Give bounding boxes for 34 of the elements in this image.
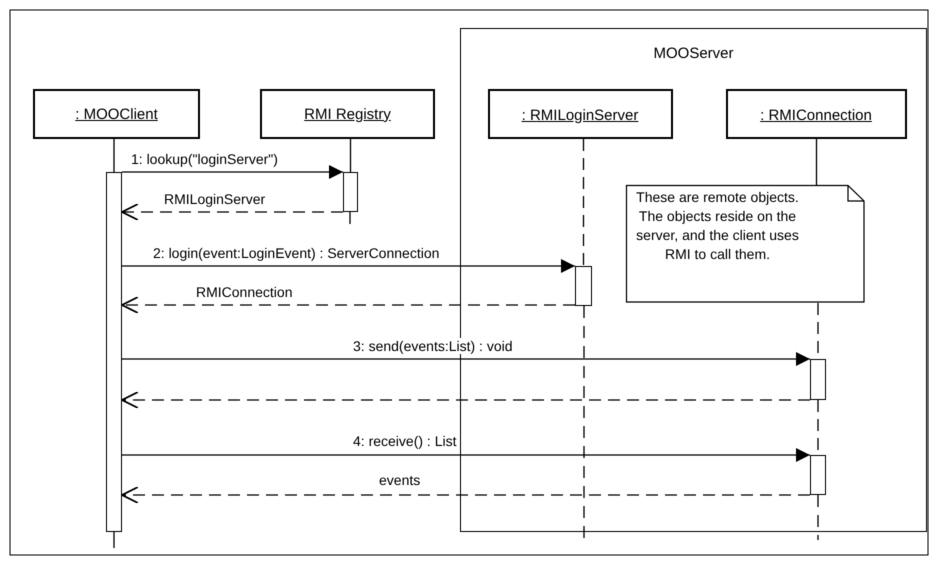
activation-bar [106,172,122,532]
lifeline [582,139,584,266]
edge-label: 1: lookup("loginServer") [130,151,279,167]
object-box [260,89,435,139]
activation-bar [343,172,358,212]
message-arrow [122,165,343,179]
activation-bar [574,266,592,306]
object-box [33,89,200,139]
message-arrow [122,448,810,462]
note-text: These are remote objects. The objects reside on the server, and the client uses RMI to call them. [635,188,800,264]
message-arrow [122,259,575,273]
object-box [726,88,906,138]
return-arrow [121,486,810,504]
activation-bar [810,454,826,494]
object-box [488,88,672,138]
note-box [626,184,864,302]
lifeline [816,139,818,185]
lifeline [350,139,352,172]
lifeline [113,139,115,172]
activation-bar [810,358,826,400]
frame-title: MOOServer [652,45,734,62]
edge-label: RMIConnection [195,284,294,300]
edge-label: 2: login(event:LoginEvent) : ServerConnection [152,245,440,261]
edge-label: RMILoginServer [163,191,266,207]
object-name: RMI Registry [304,106,391,122]
message-arrow [122,352,810,366]
return-arrow [121,296,575,314]
object-name: : RMIConnection [759,106,873,124]
return-arrow [121,203,343,221]
object-name: : RMILoginServer [520,106,640,124]
return-arrow [121,391,810,409]
object-name: : MOOClient [75,106,158,122]
edge-label: 4: receive() : List [352,433,458,449]
edge-label: 3: send(events:List) : void [352,338,514,354]
